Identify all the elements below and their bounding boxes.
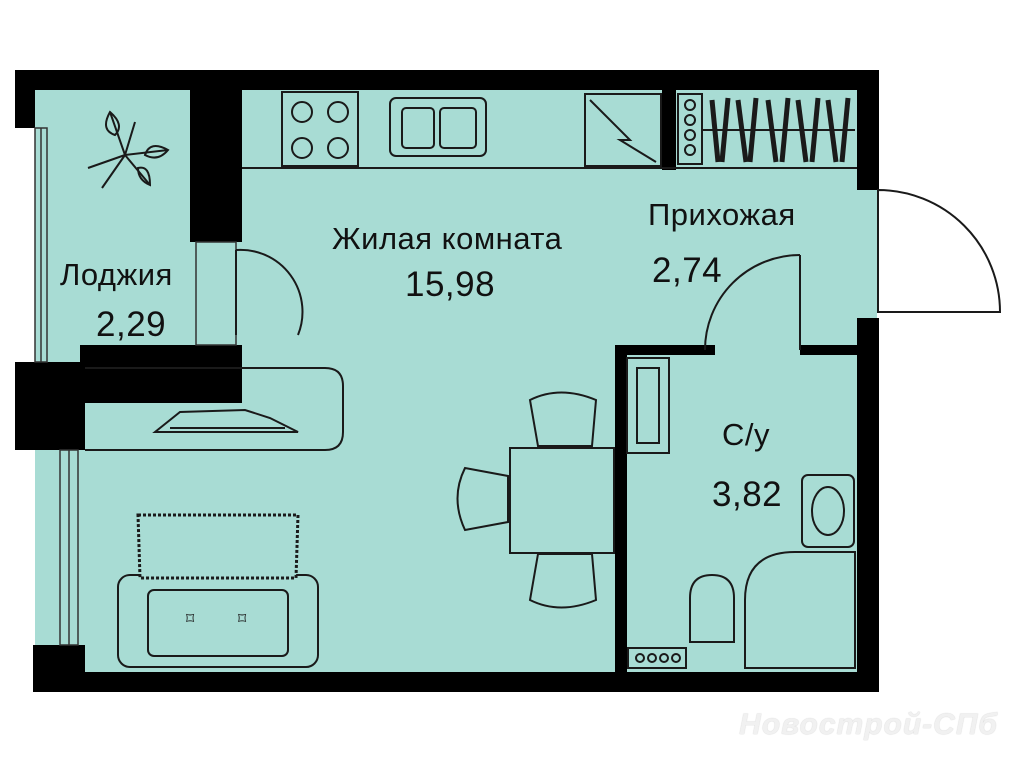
room-area-bathroom: 3,82: [712, 475, 783, 514]
plant-icon: [87, 110, 170, 189]
bathroom-fixtures: [626, 357, 856, 669]
dining-set: [456, 391, 615, 609]
svg-text:⌑: ⌑: [238, 609, 247, 628]
doors: [235, 188, 1002, 351]
room-name-hallway: Прихожая: [648, 197, 796, 232]
walls: [15, 70, 879, 692]
loggia-glazing: [34, 127, 237, 646]
room-name-loggia: Лоджия: [60, 257, 173, 292]
room-name-living: Жилая комната: [332, 221, 563, 256]
room-area-living: 15,98: [405, 265, 496, 304]
room-area-loggia: 2,29: [96, 305, 167, 344]
tv-shelf: [85, 367, 344, 451]
sofa: ⌑ ⌑: [117, 513, 319, 668]
wardrobe: [677, 93, 855, 165]
room-name-bathroom: С/у: [722, 417, 770, 452]
svg-text:⌑: ⌑: [186, 609, 195, 628]
watermark: Новострой-СПб: [739, 708, 998, 741]
kitchen-counter: [242, 91, 857, 169]
room-area-hallway: 2,74: [652, 251, 723, 290]
